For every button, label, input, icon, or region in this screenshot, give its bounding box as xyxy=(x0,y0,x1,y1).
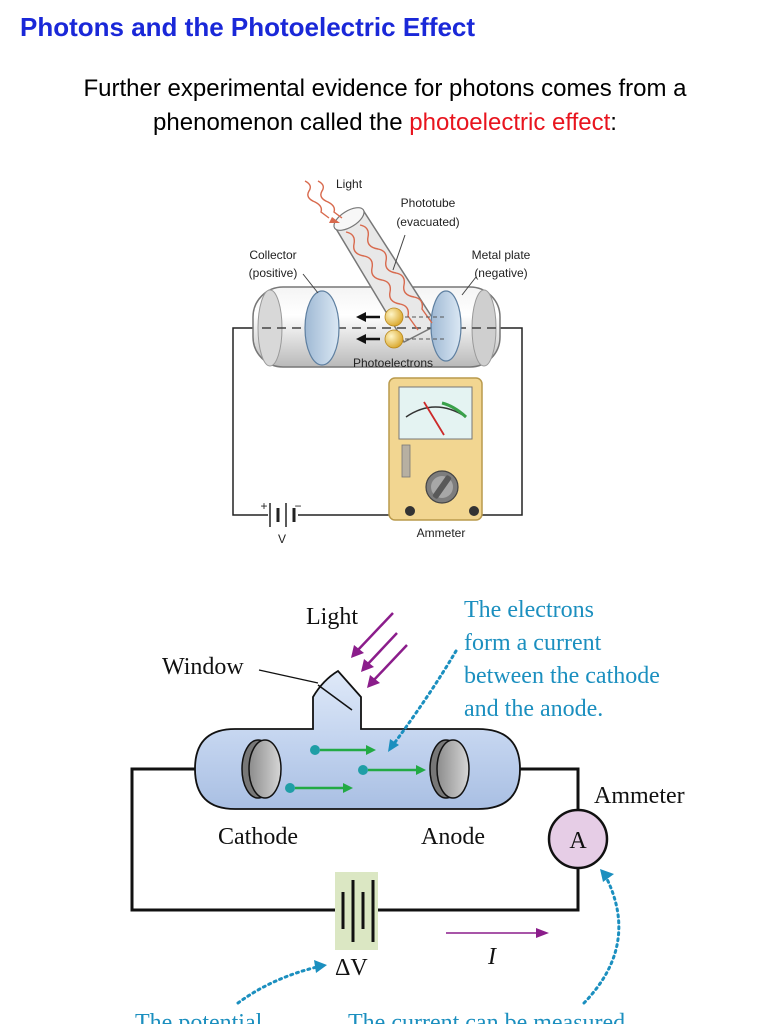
collector-label: Collector xyxy=(249,248,296,262)
light-arrows xyxy=(351,612,408,688)
ammeter-symbol xyxy=(547,808,609,870)
ammeter-a-symbol: A xyxy=(569,828,587,854)
negative-label: (negative) xyxy=(474,266,527,280)
annotation-arrows xyxy=(236,649,621,1005)
intro-highlight: photoelectric effect xyxy=(409,109,611,136)
phototube-label: Phototube xyxy=(401,196,456,210)
electrons-note-line-2: form a current xyxy=(464,630,602,656)
current-label: I xyxy=(487,944,497,970)
current-arrow xyxy=(446,928,549,938)
vacuum-tube xyxy=(194,669,521,810)
light-arrowhead xyxy=(329,217,340,223)
cathode-plate xyxy=(241,739,282,799)
evacuated-label: (evacuated) xyxy=(396,215,459,229)
intro-prefix: Further experimental evidence for photon… xyxy=(83,75,687,136)
anode-plate xyxy=(429,739,470,799)
annotation-arrowheads xyxy=(314,739,614,973)
light-rays xyxy=(304,180,433,331)
potential-label: ΔV xyxy=(335,955,368,981)
phototube-diagram: Light Phototube (evacuated) Collector (p… xyxy=(232,177,531,546)
window-leader xyxy=(258,669,319,684)
light-label: Light xyxy=(336,177,363,191)
battery-plus-label: + xyxy=(260,499,267,513)
intro-suffix: : xyxy=(610,109,617,136)
photoelectrons-label: Photoelectrons xyxy=(353,356,433,370)
battery-v-label: V xyxy=(278,532,286,546)
battery-cell xyxy=(335,872,378,950)
battery-symbol xyxy=(269,503,296,527)
slide-title: Photons and the Photoelectric Effect xyxy=(20,12,476,42)
window-label: Window xyxy=(162,654,244,680)
electrons-note-line-4: and the anode. xyxy=(464,696,603,722)
cathode-label: Cathode xyxy=(218,824,298,850)
positive-label: (positive) xyxy=(249,266,298,280)
phototube xyxy=(252,207,501,368)
ammeter-label: Ammeter xyxy=(417,526,466,540)
collector-plate xyxy=(304,290,340,366)
photoelectric-circuit-diagram: Light Window The electrons form a curren… xyxy=(130,597,685,1024)
circuit-wires xyxy=(232,327,523,516)
current-note: The current can be measured xyxy=(348,1010,625,1024)
label-leaders xyxy=(302,234,477,296)
intro-text: Further experimental evidence for photon… xyxy=(20,72,750,140)
metal-plate xyxy=(430,290,462,362)
metal-plate-label: Metal plate xyxy=(472,248,531,262)
potential-note: The potential xyxy=(135,1010,263,1024)
electrons-note-line-3: between the cathode xyxy=(464,663,660,689)
battery-minus-label: − xyxy=(294,499,301,513)
light-label-bottom: Light xyxy=(306,604,358,630)
electrons-note-line-1: The electrons xyxy=(464,597,594,623)
anode-label: Anode xyxy=(421,824,485,850)
ammeter-device xyxy=(388,377,483,521)
ammeter-label-bottom: Ammeter xyxy=(594,783,685,809)
photoelectrons xyxy=(356,307,445,349)
electron-arrows xyxy=(285,745,426,793)
circuit-wires-bottom xyxy=(130,767,580,912)
